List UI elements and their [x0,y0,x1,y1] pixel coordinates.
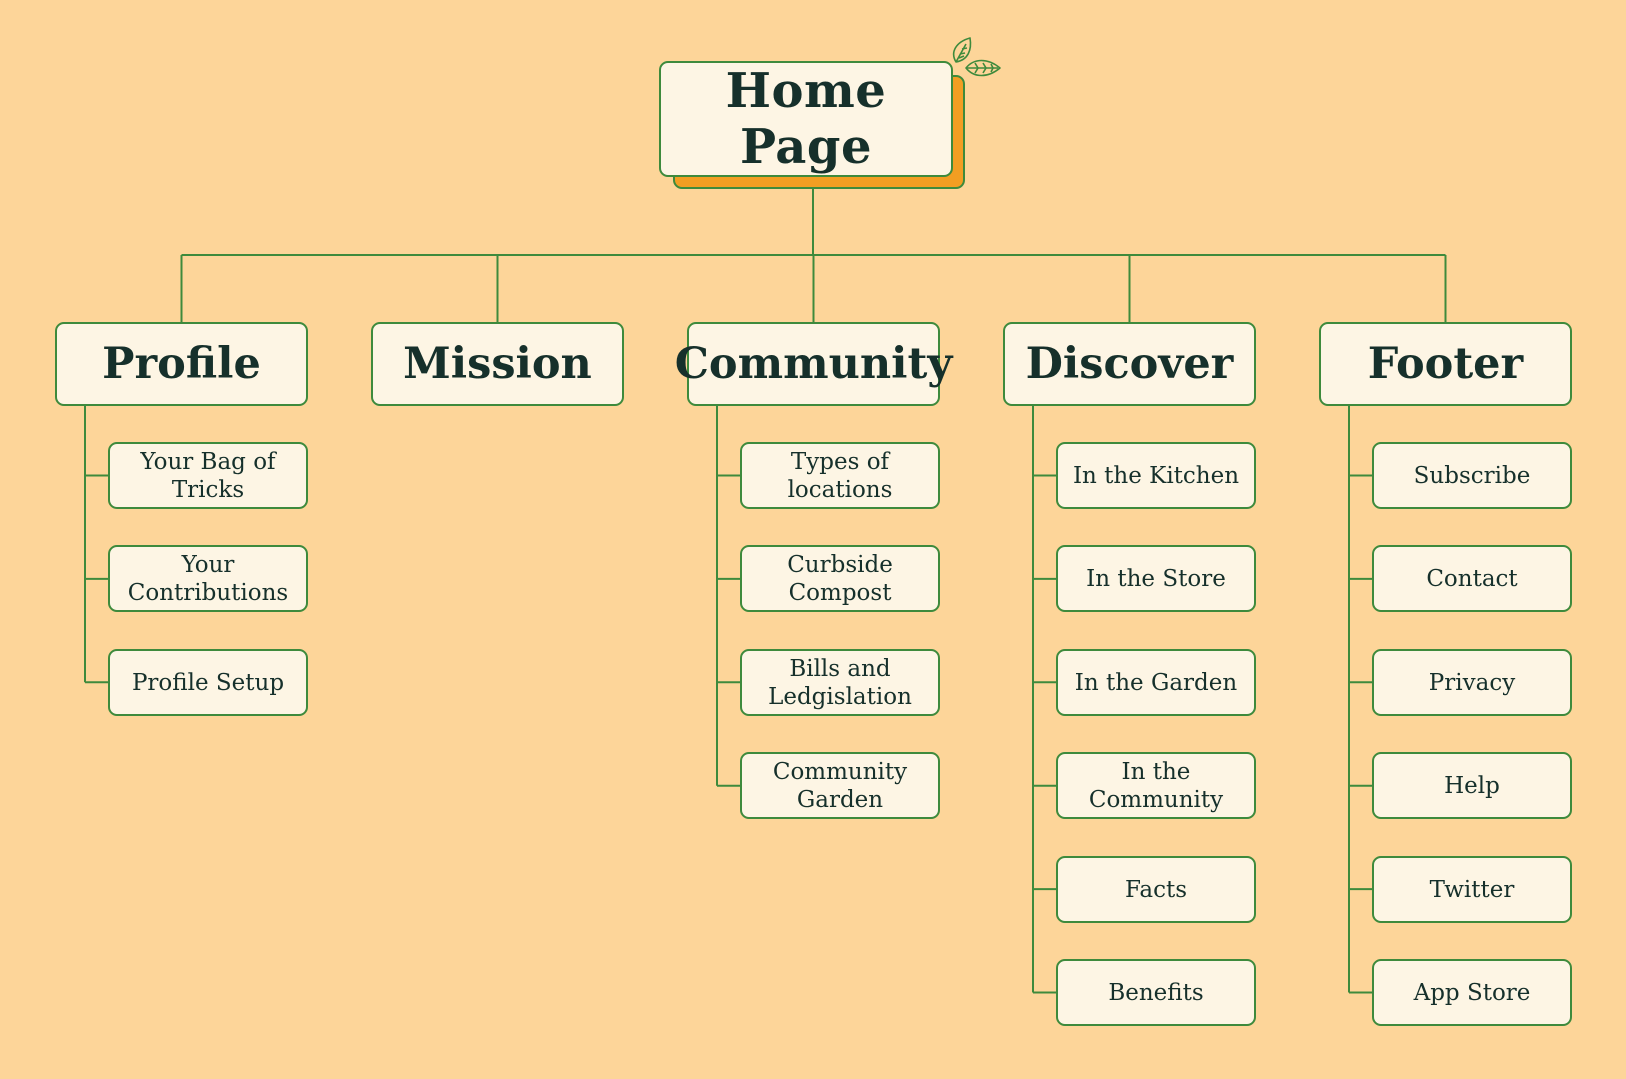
sitemap-leaf-node: In the Store [1056,545,1256,612]
sitemap-leaf-node: Profile Setup [108,649,308,716]
sitemap-leaf-node: Twitter [1372,856,1572,923]
sitemap-leaf-node: Contact [1372,545,1572,612]
sitemap-leaf-node: Subscribe [1372,442,1572,509]
sitemap-leaf-node: App Store [1372,959,1572,1026]
section-footer: Footer [1319,322,1572,406]
section-discover: Discover [1003,322,1256,406]
section-community: Community [675,322,952,406]
sitemap-leaf-node: Your Contributions [108,545,308,612]
leaves-icon [952,37,1001,77]
sitemap-leaf-node: Facts [1056,856,1256,923]
section-mission: Mission [371,322,624,406]
section-profile: Profile [55,322,308,406]
sitemap-leaf-node: Curbside Compost [740,545,940,612]
sitemap-leaf-node: Privacy [1372,649,1572,716]
sitemap-leaf-node: In the Garden [1056,649,1256,716]
sitemap-leaf-node: Help [1372,752,1572,819]
sitemap-leaf-node: Bills and Ledgislation [740,649,940,716]
home-page-node: Home Page [659,61,953,177]
sitemap-leaf-node: Benefits [1056,959,1256,1026]
sitemap-leaf-node: In the Community [1056,752,1256,819]
sitemap-leaf-node: In the Kitchen [1056,442,1256,509]
sitemap-leaf-node: Types of locations [740,442,940,509]
sitemap-leaf-node: Community Garden [740,752,940,819]
sitemap-leaf-node: Your Bag of Tricks [108,442,308,509]
